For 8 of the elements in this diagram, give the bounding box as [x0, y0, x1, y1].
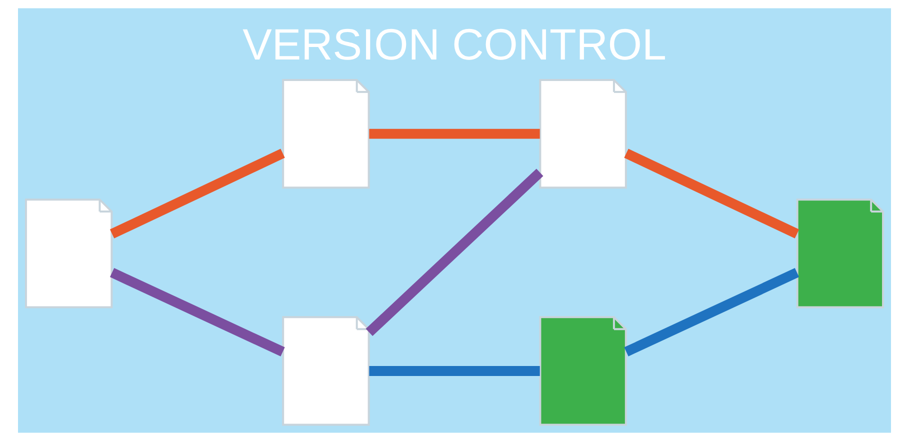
connector: [368, 366, 540, 376]
connector: [624, 148, 799, 238]
diagram-title: VERSION CONTROL: [242, 20, 666, 70]
connector: [624, 268, 799, 356]
connector: [109, 148, 284, 238]
connector: [368, 128, 540, 139]
connector: [365, 168, 543, 336]
connector: [109, 268, 284, 356]
